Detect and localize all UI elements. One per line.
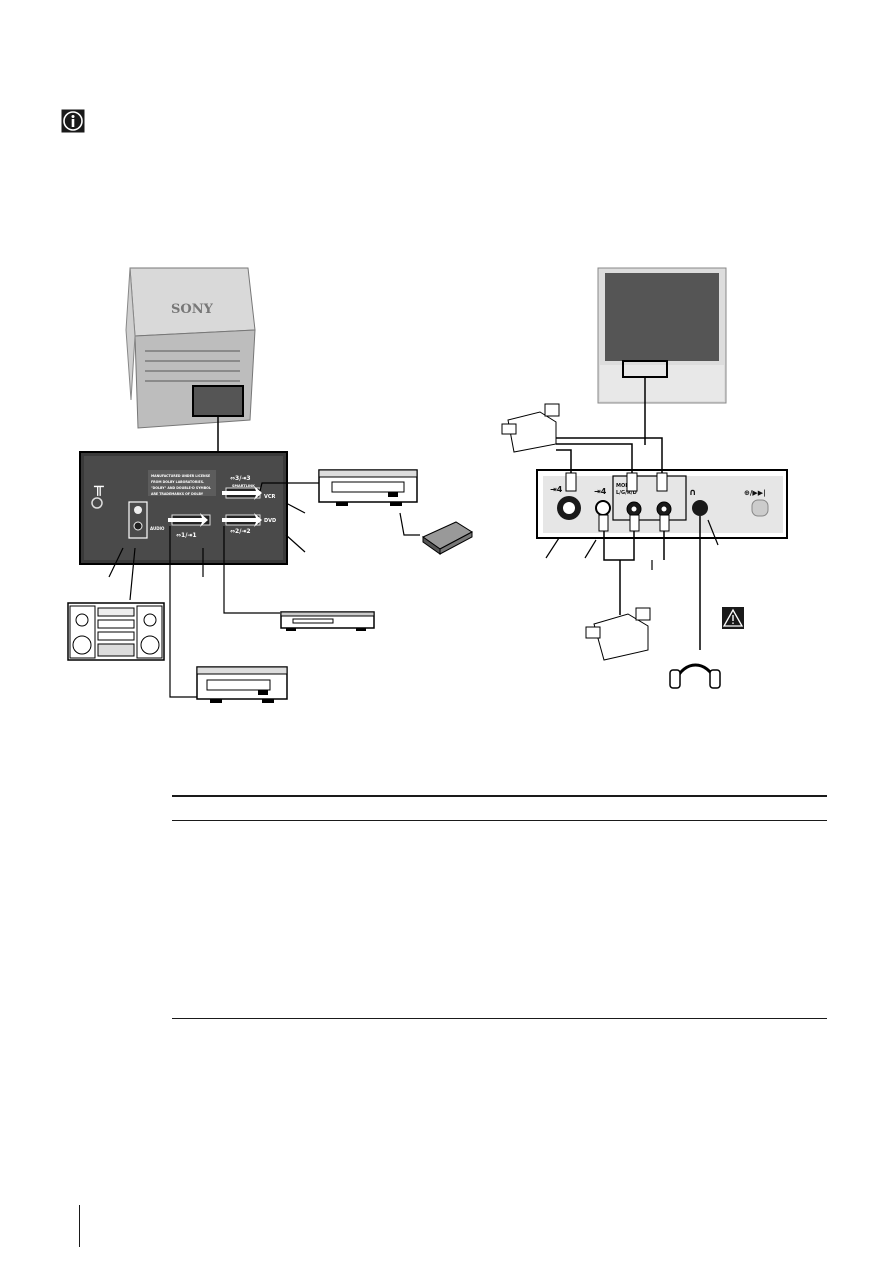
info-icon — [61, 109, 85, 133]
table-header-rule — [172, 820, 827, 821]
rear-connector-panel: ╥ AUDIO MANUFACTURED UNDER LICENSE FROM … — [79, 451, 288, 565]
table-top-rule — [172, 795, 827, 797]
svg-text:L/G/R/D: L/G/R/D — [616, 490, 637, 496]
rear-panel-highlight — [192, 385, 244, 417]
license-label — [148, 470, 216, 496]
svg-text:⇔2/⇥2: ⇔2/⇥2 — [230, 528, 251, 535]
svg-text:⇥4: ⇥4 — [594, 487, 607, 496]
tv-rear-view: SONY — [125, 267, 256, 452]
warning-triangle-icon — [722, 607, 744, 629]
headphone-socket — [692, 500, 708, 516]
table-bottom-rule — [172, 1018, 827, 1019]
svg-text:MONO: MONO — [616, 483, 634, 489]
svg-text:"DOLBY" AND DOUBLE-D SYMBOL: "DOLBY" AND DOUBLE-D SYMBOL — [151, 486, 211, 490]
svg-text:MANUFACTURED UNDER LICENSE: MANUFACTURED UNDER LICENSE — [151, 474, 210, 478]
svg-text:⊕/▶▶|: ⊕/▶▶| — [744, 489, 766, 498]
vcr-icon — [318, 469, 418, 506]
audio-out-socket-2 — [133, 521, 143, 531]
antenna-socket — [91, 497, 103, 509]
svg-text:AUDIO: AUDIO — [150, 526, 165, 531]
svg-text:ARE TRADEMARKS OF DOLBY: ARE TRADEMARKS OF DOLBY — [151, 492, 204, 496]
svg-text:VCR: VCR — [264, 494, 276, 500]
camcorder-icon — [501, 403, 560, 453]
decoder-icon — [421, 521, 473, 555]
video-in-socket — [595, 500, 611, 516]
svg-text:SMARTLINK: SMARTLINK — [232, 484, 255, 488]
program-button — [751, 499, 769, 517]
antenna-symbol: ╥ — [93, 477, 104, 496]
camcorder-2-icon — [585, 607, 651, 661]
page-margin-bar — [79, 1205, 80, 1247]
headphones-icon — [669, 663, 721, 689]
svg-text:⇔3/⇥3: ⇔3/⇥3 — [230, 475, 251, 482]
vcr-2-icon — [196, 666, 288, 703]
dvd-player-icon — [280, 611, 375, 631]
tv-front-view — [597, 267, 727, 445]
svg-text:⇔1/⇥1: ⇔1/⇥1 — [176, 532, 197, 539]
brand-logo: SONY — [171, 302, 214, 317]
hifi-system-icon — [67, 602, 165, 661]
svg-text:∩: ∩ — [689, 488, 696, 498]
svg-text:DVD: DVD — [264, 518, 276, 524]
connection-diagram: SONY ╥ AUDIO MANUFACTURED UNDER LICENSE … — [67, 267, 788, 703]
audio-out-socket-1 — [134, 506, 142, 514]
svg-text:FROM DOLBY LABORATORIES.: FROM DOLBY LABORATORIES. — [151, 480, 204, 484]
svg-text:⇥4: ⇥4 — [550, 485, 563, 494]
